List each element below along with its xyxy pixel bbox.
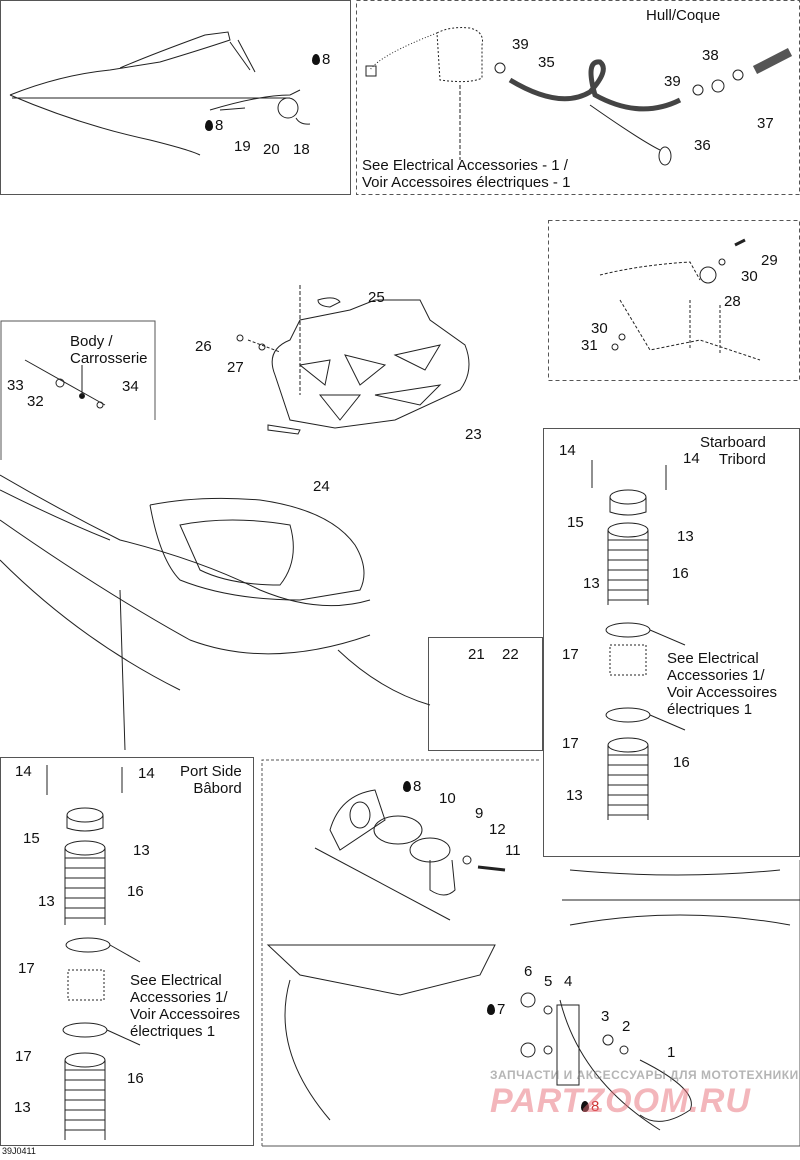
callout-14-sb-right: 14 — [683, 450, 700, 467]
port-bbord-label: Port Side Bâbord — [180, 763, 242, 797]
callout-20: 20 — [263, 141, 280, 158]
callout-21: 21 — [468, 646, 485, 663]
callout-32: 32 — [27, 393, 44, 410]
bilge-pump-drawing — [365, 27, 793, 166]
callout-31: 31 — [581, 337, 598, 354]
callout-36: 36 — [694, 137, 711, 154]
callout-33: 33 — [7, 377, 24, 394]
callout-28: 28 — [724, 293, 741, 310]
callout-8-bow-top: 8 — [312, 52, 330, 68]
panel-frame-bow — [0, 0, 351, 195]
callout-24: 24 — [313, 478, 330, 495]
callout-19: 19 — [234, 138, 251, 155]
storage-tray-drawing — [236, 285, 470, 435]
callout-30-top: 30 — [741, 268, 758, 285]
callout-14-sb-left: 14 — [559, 442, 576, 459]
callout-18: 18 — [293, 141, 310, 158]
callout-39-right: 39 — [664, 73, 681, 90]
figure-code: 39J0411 — [2, 1146, 36, 1156]
transom-drawing — [266, 869, 800, 1131]
callout-5: 5 — [544, 973, 553, 990]
panel-frame-cover — [428, 637, 543, 751]
callout-13-sb-bottom: 13 — [566, 787, 583, 804]
callout-8-transom: 8 — [581, 1099, 599, 1115]
panel-frame-handle — [548, 220, 800, 381]
callout-13-port-bottom: 13 — [14, 1099, 31, 1116]
panel-frame-drain — [261, 759, 540, 1146]
callout-38: 38 — [702, 47, 719, 64]
callout-26: 26 — [195, 338, 212, 355]
callout-3: 3 — [601, 1008, 610, 1025]
callout-17-sb-top: 17 — [562, 646, 579, 663]
callout-6: 6 — [524, 963, 533, 980]
hull-coque-label: Hull/Coque — [646, 7, 721, 24]
port-electrical-note: See Electrical Accessories 1/ Voir Acces… — [130, 972, 241, 1040]
callout-9: 9 — [475, 805, 484, 822]
callout-15-sb: 15 — [567, 514, 584, 531]
callout-13-port-right: 13 — [133, 842, 150, 859]
callout-13-sb-left: 13 — [583, 575, 600, 592]
panel-frame-body — [0, 320, 156, 460]
watermark-tagline: ЗАПЧАСТИ И АКСЕССУАРЫ ДЛЯ МОТОТЕХНИКИ — [490, 1068, 799, 1082]
callout-29: 29 — [761, 252, 778, 269]
callout-12: 12 — [489, 821, 506, 838]
bilge-electrical-note: See Electrical Accessories - 1 / Voir Ac… — [362, 157, 571, 191]
callout-37: 37 — [757, 115, 774, 132]
callout-16-port-top: 16 — [127, 883, 144, 900]
callout-23: 23 — [465, 426, 482, 443]
callout-30-bottom: 30 — [591, 320, 608, 337]
starboard-tribord-label: Starboard Tribord — [700, 434, 766, 468]
callout-14-port-right: 14 — [138, 765, 155, 782]
watermark-logo: PARTZOOM.RU — [490, 1082, 751, 1120]
callout-27: 27 — [227, 359, 244, 376]
callout-15-port: 15 — [23, 830, 40, 847]
callout-39-left: 39 — [512, 36, 529, 53]
starboard-vent-drawing — [591, 460, 686, 820]
callout-16-sb-top: 16 — [672, 565, 689, 582]
callout-34: 34 — [122, 378, 139, 395]
callout-17-port-bottom: 17 — [15, 1048, 32, 1065]
callout-2: 2 — [622, 1018, 631, 1035]
callout-35: 35 — [538, 54, 555, 71]
hull-rear-drawing — [0, 474, 431, 751]
callout-4: 4 — [564, 973, 573, 990]
callout-16-sb-bottom: 16 — [673, 754, 690, 771]
drain-plug-drawing — [314, 789, 506, 921]
callout-1: 1 — [667, 1044, 676, 1061]
callout-17-port-top: 17 — [18, 960, 35, 977]
callout-13-port-left: 13 — [38, 893, 55, 910]
callout-13-sb-right: 13 — [677, 528, 694, 545]
callout-7: 7 — [487, 1002, 505, 1018]
callout-22: 22 — [502, 646, 519, 663]
body-fasteners-drawing — [24, 359, 106, 409]
callout-17-sb-bottom: 17 — [562, 735, 579, 752]
callout-25: 25 — [368, 289, 385, 306]
callout-8-bow-left: 8 — [205, 118, 223, 134]
starboard-electrical-note: See Electrical Accessories 1/ Voir Acces… — [667, 650, 778, 718]
callout-10: 10 — [439, 790, 456, 807]
callout-14-port-left: 14 — [15, 763, 32, 780]
body-carrosserie-label: Body / Carrosserie — [70, 333, 148, 367]
bow-hull-drawing — [9, 31, 311, 156]
callout-8-drain: 8 — [403, 779, 421, 795]
panel-frame-port — [0, 757, 254, 1146]
callout-11: 11 — [505, 842, 521, 859]
handle-bracket-drawing — [599, 238, 761, 361]
callout-16-port-bottom: 16 — [127, 1070, 144, 1087]
panel-frame-bottom — [262, 860, 800, 1147]
port-vent-drawing — [46, 765, 141, 1140]
